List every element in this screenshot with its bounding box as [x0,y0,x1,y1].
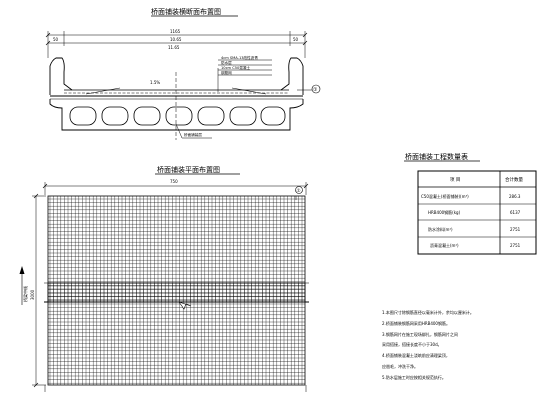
plan-view: 桥面铺装平面布置图 750 3000 桥梁中线 [19,165,309,392]
table-row-1-item: C50混凝土(桥面铺装)(m³) [421,193,469,199]
mesh-grid [48,196,305,385]
table-header-total: 合计数量 [505,176,523,183]
layer-note-4: 钢筋网 [221,70,232,75]
direction-arrow: 桥梁中线 [19,266,28,305]
table-row-4-item: 沥青混凝土(m²) [430,242,459,248]
table-row-4-value: 2751 [510,243,521,248]
plan-view-title: 桥面铺装平面布置图 [157,165,220,174]
layer-note-1: 4cm SMA-13改性沥青 [221,55,258,60]
cross-section-callout-circle [311,84,321,94]
table-row-3-value: 2751 [510,227,521,232]
layer-callouts: 4cm SMA-13改性沥青 防水层 10cm C50混凝土 钢筋网 [217,55,272,92]
cross-section-title: 桥面铺装横断面布置图 [151,7,221,16]
mesh-panel-lower [47,282,306,386]
dim-top-total: 1165 [170,29,181,34]
quantity-table-title: 桥面铺装工程数量表 [405,152,468,161]
notes-block: 1.本图尺寸除钢筋直径以毫米计外，余均以厘米计。 2.桥面铺装钢筋网采用HRB4… [382,309,474,380]
note-line: 5.防水层施工时应按相关规范执行。 [382,374,446,380]
plan-callout-marker: ① [297,188,301,194]
direction-label: 桥梁中线 [22,286,28,302]
slope-label: 1.5% [150,80,160,85]
note-line: 4.桥面铺装混凝土浇筑前应清理梁顶， [382,352,450,358]
table-row-1-value: 286.3 [509,194,521,199]
note-line: 采用搭接，搭接长度不小于30d。 [382,341,442,347]
table-row-2-value: 6137 [510,210,521,215]
cross-section: 桥面铺装横断面布置图 1165 50 10.65 50 11.65 [45,7,321,140]
dim-left: 50 [53,37,59,42]
dim-mid: 10.65 [170,37,182,42]
layer-note-3: 10cm C50混凝土 [221,65,250,70]
plan-callout-circle [295,186,303,194]
table-row: C50混凝土(桥面铺装)(m³) 286.3 [421,193,521,199]
right-barrier [280,57,304,95]
plan-top-dimension: 750 [42,179,309,195]
quantity-table: 桥面铺装工程数量表 项 目 合计数量 C50混凝土(桥面铺装)(m³) 286.… [404,152,537,255]
note-line: 应凿毛，冲洗干净。 [382,363,418,369]
note-line: 2.桥面铺装钢筋网采用HRB400钢筋。 [382,320,450,326]
center-marker [178,301,192,310]
slope-markers: 1.5% [85,80,267,95]
note-line: 1.本图尺寸除钢筋直径以毫米计外，余均以厘米计。 [382,309,474,315]
plan-dim-top: 750 [170,179,178,184]
cross-section-dimensions: 1165 50 10.65 50 11.65 [45,29,308,58]
dim-second-total: 11.65 [168,45,180,50]
layer-note-2: 防水层 [221,60,232,65]
plan-left-dimension: 3000 [30,193,46,388]
bottom-note: 桥面铺装层 [184,132,202,137]
dim-right: 50 [293,37,299,42]
table-row-2-item: HRB400钢筋(kg) [428,209,461,215]
table-header-item: 项 目 [450,177,460,183]
cross-section-callout-marker: ① [313,87,318,93]
bottom-note-leader [175,123,183,139]
table-row-3-item: 防水涂料(m²) [428,226,453,232]
pavement-layers [50,89,303,100]
note-line: 3.钢筋网片在施工现场绑扎，钢筋网片之间 [382,331,458,337]
table-row: 防水涂料(m²) 2751 [428,226,521,232]
table-row: HRB400钢筋(kg) 6137 [428,209,521,215]
plan-dim-left-vertical: 3000 [30,289,35,300]
table-row: 沥青混凝土(m²) 2751 [430,242,521,248]
girder-voids [69,106,286,126]
left-barrier [49,57,73,95]
